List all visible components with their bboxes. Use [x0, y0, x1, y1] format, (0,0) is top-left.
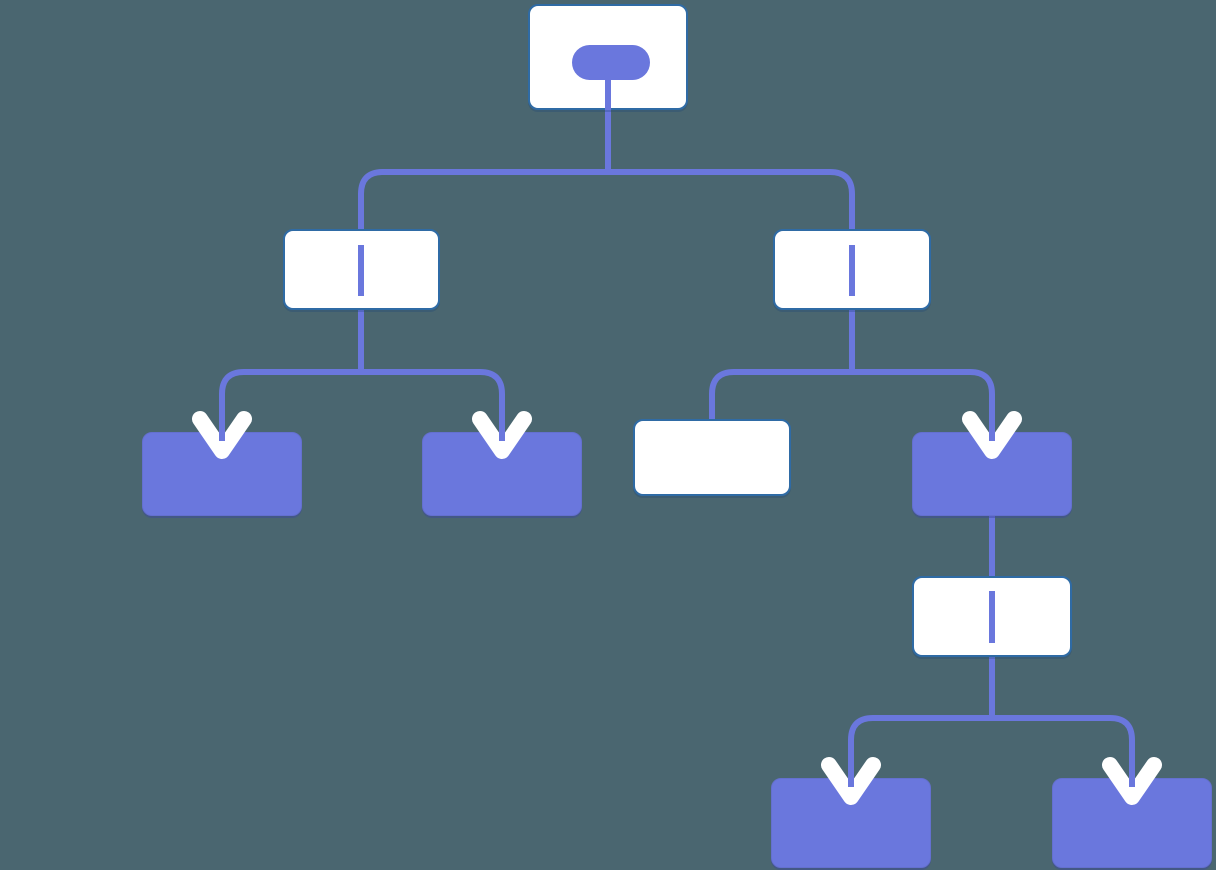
edge-l4-l5left	[848, 657, 995, 801]
edge-l4-l5right	[992, 715, 1135, 801]
edge-root-l2left	[358, 60, 611, 229]
node-l2-right[interactable]	[773, 229, 931, 310]
edge-root-l2right	[608, 169, 855, 229]
node-root[interactable]	[528, 4, 688, 110]
node-l3-c[interactable]	[633, 419, 791, 496]
edge-l2left-b	[361, 369, 505, 455]
node-l4[interactable]	[912, 576, 1072, 657]
node-l3-a[interactable]	[142, 432, 302, 516]
root-pill-shape	[572, 45, 650, 80]
edge-l2right-d	[852, 369, 995, 455]
edge-l2left-a	[219, 310, 364, 455]
node-l5-left[interactable]	[771, 778, 931, 868]
node-l2-left[interactable]	[283, 229, 440, 310]
node-l5-right[interactable]	[1052, 778, 1212, 868]
node-l3-b[interactable]	[422, 432, 582, 516]
edge-l2right-c	[709, 310, 855, 421]
node-l3-d[interactable]	[912, 432, 1072, 516]
